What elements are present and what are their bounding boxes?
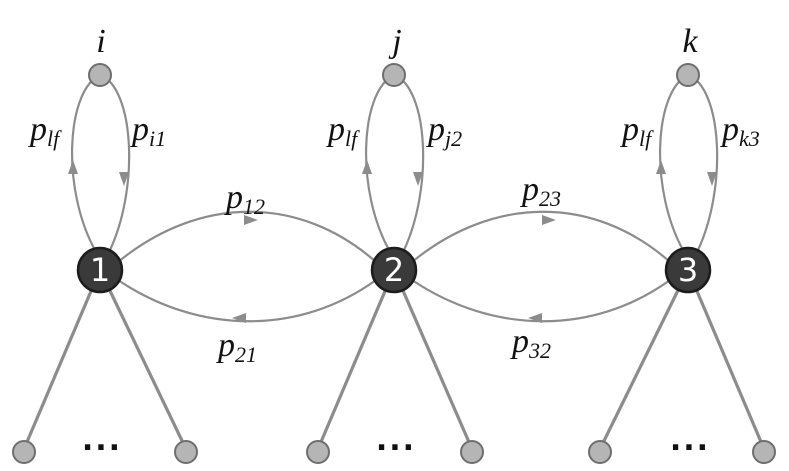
label-p32: p32 <box>510 323 551 363</box>
bottom-node-1b <box>174 440 198 464</box>
label-p23: p23 <box>520 171 561 211</box>
hub-label-1: 1 <box>90 251 110 289</box>
hub-node-2 <box>370 246 418 294</box>
label-loop-3-in: pk3 <box>720 111 760 151</box>
link-1-2 <box>117 210 377 263</box>
edge-2-to-leaf-left <box>316 269 396 450</box>
label-loop-1-out: plf <box>28 111 62 151</box>
link-2-1 <box>117 279 377 323</box>
bottom-node-1a <box>12 440 36 464</box>
ellipsis-3: ... <box>670 423 710 458</box>
bottom-node-2b <box>460 440 484 464</box>
bottom-node-2a <box>306 440 330 464</box>
label-loop-2-in: pj2 <box>426 111 462 151</box>
arrow-loop-1-down <box>119 172 129 186</box>
hub-node-3 <box>664 246 712 294</box>
top-node-1 <box>88 63 112 87</box>
edge-1-to-leaf-right <box>98 269 188 450</box>
top-node-2 <box>382 63 406 87</box>
arrow-loop-3-down <box>707 172 717 186</box>
loop-3 <box>656 75 719 251</box>
hub-label-2: 2 <box>384 251 404 289</box>
bottom-node-3a <box>588 440 612 464</box>
ellipsis-1: ... <box>82 423 122 458</box>
arrow-p32 <box>528 313 542 323</box>
arrow-p23 <box>542 215 556 225</box>
label-loop-3-out: plf <box>620 111 654 151</box>
label-p12: p12 <box>224 179 265 219</box>
ellipsis-2: ... <box>376 423 416 458</box>
label-loop-2-out: plf <box>326 111 360 151</box>
arrow-p21 <box>232 313 246 323</box>
top-label-k: k <box>682 23 698 60</box>
arrow-loop-2-up <box>362 160 372 174</box>
loop-2 <box>362 75 425 251</box>
link-2-3 <box>411 210 671 263</box>
bottom-node-3b <box>752 440 776 464</box>
hub-node-1 <box>76 246 124 294</box>
arrow-p12 <box>244 215 258 225</box>
top-label-i: i <box>96 23 105 60</box>
edge-3-to-leaf-left <box>598 269 690 450</box>
top-label-j: j <box>388 23 401 60</box>
arrow-loop-2-down <box>413 172 423 186</box>
loop-1 <box>68 75 131 251</box>
label-loop-1-in: pi1 <box>130 111 166 151</box>
arrow-loop-1-up <box>68 160 78 174</box>
arrow-loop-3-up <box>656 160 666 174</box>
hub-label-3: 3 <box>678 251 698 289</box>
edge-3-to-leaf-right <box>686 269 766 450</box>
edge-1-to-leaf-left <box>22 269 102 450</box>
link-3-2 <box>411 279 671 323</box>
edge-2-to-leaf-right <box>392 269 474 450</box>
label-p21: p21 <box>216 327 257 367</box>
top-node-3 <box>676 63 700 87</box>
